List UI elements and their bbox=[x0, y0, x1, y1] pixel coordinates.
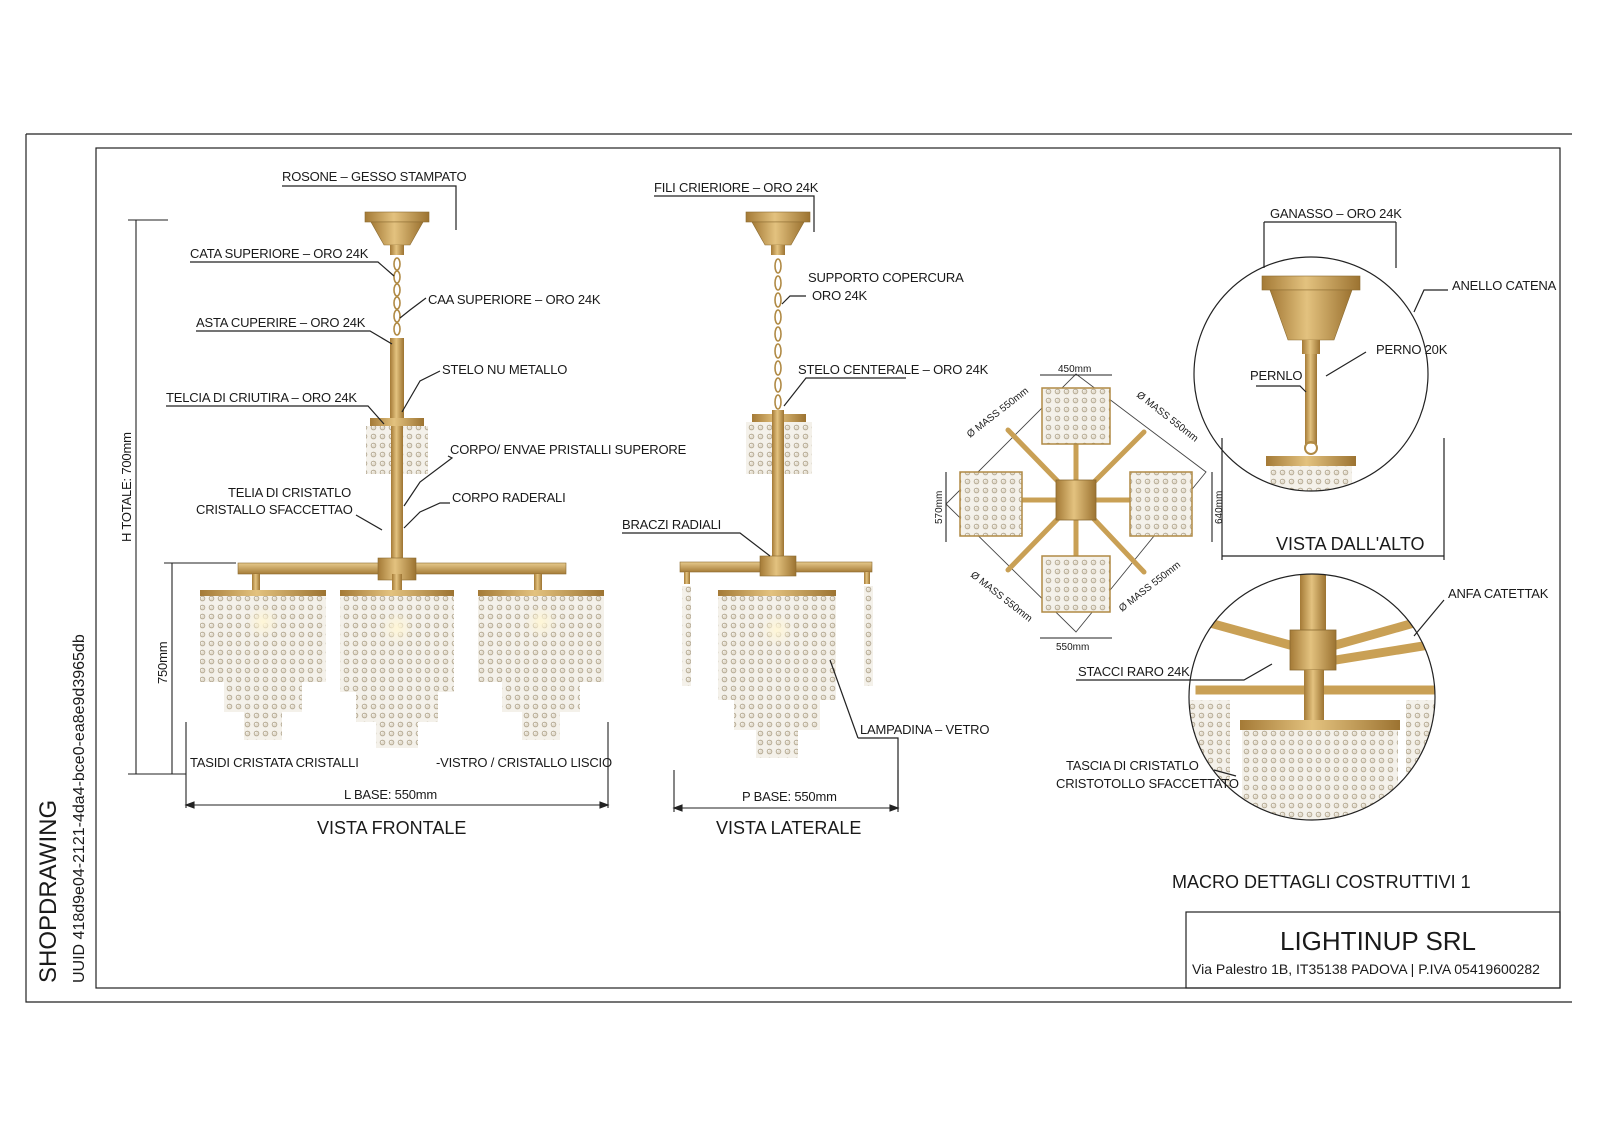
detail-bottom-content bbox=[1189, 574, 1435, 820]
detail-bottom-leaders bbox=[1076, 599, 1445, 777]
front-rod bbox=[390, 338, 404, 418]
label-anfa-catettak: ANFA CATETTAK bbox=[1448, 586, 1549, 601]
dim-diag-tr: Ø MASS 550mm bbox=[1134, 390, 1200, 445]
front-crystal-tier-center bbox=[340, 590, 454, 748]
side-canopy bbox=[745, 211, 811, 255]
dim-diag-bl: Ø MASS 550mm bbox=[968, 570, 1034, 625]
label-tascia-2: CRISTOTOLLO SFACCETTATO bbox=[1056, 776, 1239, 791]
sheet-frame bbox=[25, 133, 1572, 1003]
top-view-frame bbox=[945, 373, 1213, 639]
front-dimension-lines bbox=[128, 219, 610, 809]
side-view-title: VISTA LATERALE bbox=[716, 818, 861, 838]
front-central-stem bbox=[391, 426, 403, 566]
side-dimension-lines bbox=[672, 770, 900, 812]
dim-body-height: 750mm bbox=[155, 642, 170, 684]
label-asta: ASTA CUPERIRE – ORO 24K bbox=[196, 315, 366, 330]
front-canopy bbox=[364, 211, 430, 255]
label-cata-superiore: CATA SUPERIORE – ORO 24K bbox=[190, 246, 369, 261]
label-supporto-1: SUPPORTO COPERCURA bbox=[808, 270, 964, 285]
detail-top-content bbox=[1194, 257, 1428, 491]
detail-bottom-circle bbox=[1188, 573, 1436, 821]
drawing-type-title: SHOPDRAWING bbox=[35, 800, 62, 983]
front-crystal-tier-left bbox=[200, 590, 326, 740]
detail-top-circle bbox=[1193, 256, 1429, 492]
dim-top: 450mm bbox=[1058, 364, 1091, 375]
label-telcia: TELCIA DI CRIUTIRA – ORO 24K bbox=[166, 390, 357, 405]
top-view: 450mm 550mm 570mm 640mm Ø MASS 550mm Ø M… bbox=[934, 364, 1225, 653]
detail-bottom: ANFA CATETTAK STACCI RARO 24K TASCIA DI … bbox=[1056, 573, 1549, 821]
front-view-title: VISTA FRONTALE bbox=[317, 818, 466, 838]
macro-details-caption: MACRO DETTAGLI COSTRUTTIVI 1 bbox=[1172, 872, 1471, 892]
company-address: Via Palestro 1B, IT35138 PADOVA | P.IVA … bbox=[1192, 961, 1540, 977]
label-tascia-1: TASCIA DI CRISTATLO bbox=[1066, 758, 1199, 773]
dim-h-total: H TOTALE: 700mm bbox=[119, 432, 134, 542]
label-stelo-metallo: STELO NU METALLO bbox=[442, 362, 567, 377]
front-leader-lines bbox=[166, 185, 457, 531]
title-block: MACRO DETTAGLI COSTRUTTIVI 1 LIGHTINUP S… bbox=[1172, 872, 1561, 989]
front-chain bbox=[393, 257, 401, 336]
label-vistro: -VISTRO / CRISTALLO LISCIO bbox=[436, 755, 612, 770]
label-fili-crieriore: FILI CRIERIORE – ORO 24K bbox=[654, 180, 819, 195]
company-name: LIGHTINUP SRL bbox=[1280, 926, 1476, 956]
dim-right: 640mm bbox=[1214, 491, 1225, 524]
label-telia-2: CRISTALLO SFACCETTAO bbox=[196, 502, 353, 517]
dim-diag-br: Ø MASS 550mm bbox=[1117, 560, 1183, 615]
label-bracci-radiali: BRACZI RADIALI bbox=[622, 517, 721, 532]
label-pernlo: PERNLO bbox=[1250, 368, 1302, 383]
side-chain bbox=[774, 258, 782, 410]
label-stacci-raro: STACCI RARO 24K bbox=[1078, 664, 1190, 679]
label-perno-20k: PERNO 20K bbox=[1376, 342, 1448, 357]
drawing-uuid: UUID 418d9e04-2121-4da4-bce0-ea8e9d3965d… bbox=[71, 634, 88, 983]
label-supporto-2: ORO 24K bbox=[812, 288, 867, 303]
side-hanging-strands bbox=[682, 586, 873, 686]
dim-left: 570mm bbox=[934, 491, 945, 524]
label-lampadina: LAMPADINA – VETRO bbox=[860, 722, 989, 737]
label-caa-superiore: CAA SUPERIORE – ORO 24K bbox=[428, 292, 601, 307]
side-arms bbox=[679, 555, 873, 584]
top-center-hub bbox=[1055, 479, 1097, 521]
side-leader-lines bbox=[622, 195, 906, 810]
label-telia-1: TELIA DI CRISTATLO bbox=[228, 485, 351, 500]
label-corpo-finale: CORPO/ ENVAE PRISTALLI SUPERORE bbox=[450, 442, 687, 457]
detail-top-title: VISTA DALL'ALTO bbox=[1276, 534, 1425, 554]
dim-l-base: L BASE: 550mm bbox=[344, 787, 437, 802]
dim-diag-tl: Ø MASS 550mm bbox=[965, 386, 1031, 441]
detail-top-leaders bbox=[1221, 221, 1448, 560]
front-view: ROSONE – GESSO STAMPATO CATA SUPERIORE –… bbox=[119, 169, 687, 838]
label-ganasso: GANASSO – ORO 24K bbox=[1270, 206, 1402, 221]
front-crystal-tier-right bbox=[478, 590, 604, 740]
dim-bottom: 550mm bbox=[1056, 642, 1089, 653]
front-arms bbox=[237, 557, 567, 592]
label-stelo-centerale: STELO CENTERALE – ORO 24K bbox=[798, 362, 989, 377]
dim-p-base: P BASE: 550mm bbox=[742, 789, 837, 804]
side-title-strip: SHOPDRAWING UUID 418d9e04-2121-4da4-bce0… bbox=[35, 634, 88, 983]
label-corpo-raderali: CORPO RADERALI bbox=[452, 490, 566, 505]
side-crystal-tier bbox=[718, 590, 836, 758]
detail-top: GANASSO – ORO 24K ANELLO CATENA PERNLO P… bbox=[1193, 206, 1557, 560]
side-central-stem bbox=[772, 410, 784, 562]
label-anello-catena: ANELLO CATENA bbox=[1452, 278, 1557, 293]
side-view: FILI CRIERIORE – ORO 24K SUPPORTO COPERC… bbox=[622, 180, 990, 838]
label-tasidi: TASIDI CRISTATA CRISTALLI bbox=[190, 755, 359, 770]
top-crystal-modules bbox=[959, 387, 1193, 613]
label-rosone: ROSONE – GESSO STAMPATO bbox=[282, 169, 467, 184]
